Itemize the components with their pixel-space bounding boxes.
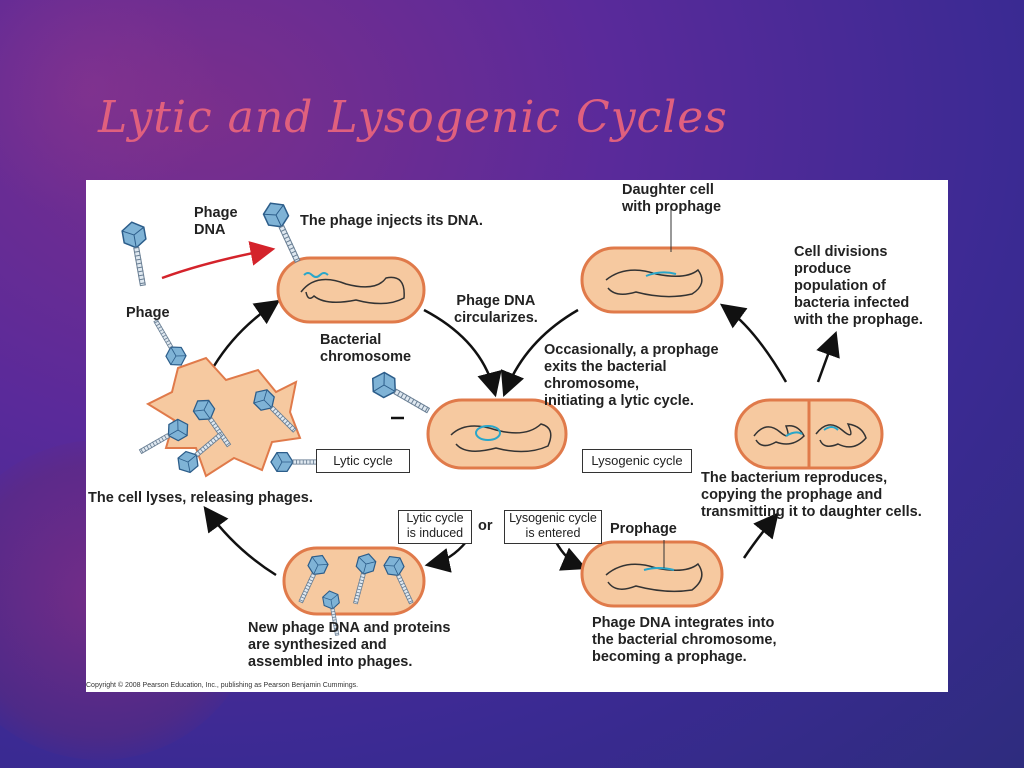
cell-daughter (580, 208, 724, 314)
label-cell-lyses: The cell lyses, releasing phages. (88, 490, 313, 506)
arrow-integrate-to-reproduce (742, 512, 779, 559)
cell-prophage (580, 540, 724, 608)
cell-infected (276, 256, 426, 324)
label-lysogenic-cycle: Lysogenic cycle (582, 449, 692, 473)
label-lytic-induced: Lytic cycle is induced (398, 510, 472, 544)
phage-detached (366, 368, 435, 421)
label-circularizes: Phage DNA circularizes. (454, 293, 538, 326)
cell-center (426, 398, 568, 470)
label-bacterium-reproduces: The bacterium reproduces, copying the pr… (701, 470, 922, 520)
infection-arrow (161, 241, 276, 280)
cycle-arrows (203, 299, 840, 577)
phage-attached (259, 197, 309, 267)
label-bacterial-chromosome: Bacterial chromosome (320, 332, 412, 365)
arrow-reproduce-to-daughter (719, 303, 788, 383)
label-lytic-cycle: Lytic cycle (316, 449, 410, 473)
copyright-text: Copyright © 2008 Pearson Education, Inc.… (86, 682, 359, 689)
arrow-lysogenic-entered (554, 541, 587, 571)
label-or: or (478, 518, 493, 534)
arrow-infect-to-circularize (423, 308, 502, 398)
cell-dividing (734, 398, 884, 470)
slide-title: Lytic and Lysogenic Cycles (98, 92, 728, 143)
arrow-to-population (816, 330, 840, 383)
phage-free (120, 219, 155, 288)
label-prophage: Prophage (610, 521, 677, 537)
label-phage: Phage (126, 305, 170, 321)
label-lysogenic-entered: Lysogenic cycle is entered (504, 510, 602, 544)
cell-lysed (135, 315, 326, 478)
arrow-lytic-induced (424, 541, 467, 573)
label-injects: The phage injects its DNA. (300, 213, 483, 229)
diagram-figure: Phage DNA Phage The phage injects its DN… (86, 180, 948, 692)
label-daughter-cell: Daughter cell with prophage (622, 182, 722, 215)
arrow-daughter-to-center (500, 308, 579, 397)
label-cell-divisions: Cell divisions produce population of bac… (794, 244, 923, 328)
label-integrates: Phage DNA integrates into the bacterial … (592, 615, 777, 665)
diagram-graphics (120, 197, 884, 638)
label-phage-dna: Phage DNA (194, 205, 238, 238)
arrow-lysis-to-infect (212, 299, 281, 367)
label-synthesized: New phage DNA and proteins are synthesiz… (248, 620, 451, 670)
cell-synthesizing (282, 546, 426, 638)
arrow-synthesize-to-lyse (203, 505, 277, 577)
label-prophage-exits: Occasionally, a prophage exits the bacte… (544, 342, 719, 409)
